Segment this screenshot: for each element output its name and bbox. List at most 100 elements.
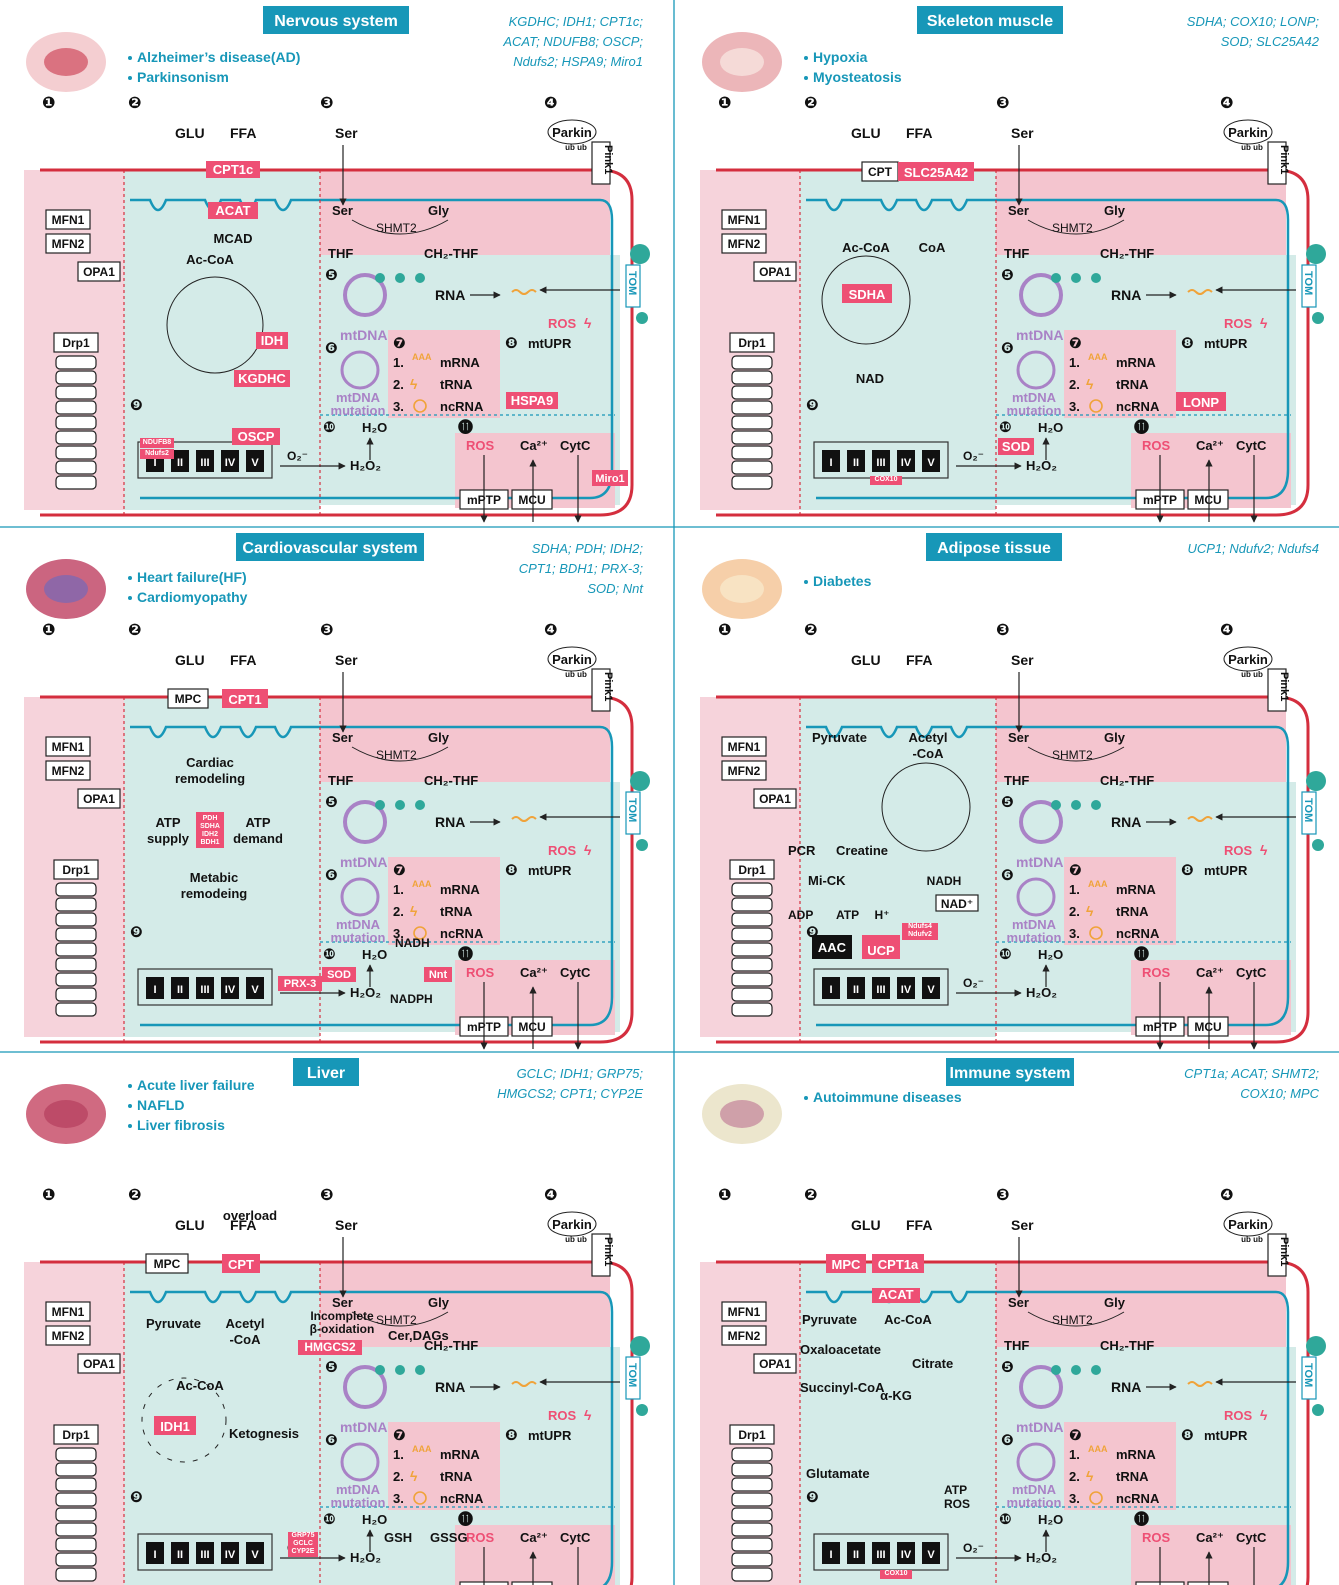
- drp1-ring: [55, 460, 97, 475]
- drp1-ring: [731, 355, 773, 370]
- tom-box: [1301, 791, 1317, 835]
- ros-label: ROS: [466, 1530, 495, 1545]
- parkin-label: Parkin: [552, 652, 592, 667]
- nadh-label: NADH: [395, 936, 430, 950]
- list-index: 2.: [1069, 1469, 1080, 1484]
- sdha-label: SDHA: [849, 287, 886, 302]
- nnt-label: Nnt: [429, 969, 448, 981]
- tom-receptor: [1312, 1404, 1324, 1416]
- ncrna-icon: [413, 1491, 427, 1505]
- polymerase: [1091, 800, 1101, 810]
- etc-complex-4: [221, 1542, 239, 1564]
- outer-membrane: [40, 168, 634, 517]
- etc-complex-label: III: [876, 1549, 885, 1561]
- tom-receptor: [630, 1336, 650, 1356]
- tom-receptor: [630, 771, 650, 791]
- serine-mito-label: Ser: [332, 1295, 353, 1310]
- drp1-ring: [731, 1462, 773, 1477]
- ch2thf-label: CH₂-THF: [1100, 246, 1154, 261]
- ffa-label: FFA: [906, 652, 932, 668]
- polymerase: [1071, 273, 1081, 283]
- rna-processing-zone: [1064, 1422, 1176, 1510]
- step-number: ❷: [128, 1187, 142, 1204]
- mcu-channel: MCU: [1194, 1020, 1221, 1034]
- etc-complex-label: III: [876, 457, 885, 469]
- rna-label: RNA: [435, 1379, 465, 1395]
- enzyme-label: SDHA: [200, 823, 220, 830]
- rna-fragment-icon: [511, 816, 537, 822]
- inner-membrane: [130, 198, 614, 500]
- etc-complex-2: [171, 1542, 189, 1564]
- glucose-label: GLU: [175, 1217, 205, 1233]
- mtdna-mutation-circle: [1016, 877, 1056, 917]
- ch2thf-label: CH₂-THF: [1100, 1338, 1154, 1353]
- drp1-protein-box: [53, 1424, 99, 1445]
- rna-label: RNA: [1111, 287, 1141, 303]
- pink1-label: Pink1: [602, 145, 614, 174]
- mfn1-protein-box: [721, 209, 767, 230]
- mfn2-protein: MFN2: [728, 764, 761, 778]
- tom-receptor: [1306, 244, 1326, 264]
- mtdna-label: mtDNA: [340, 854, 387, 870]
- step-number: ❺: [325, 267, 338, 284]
- etc-complex-5: [246, 977, 264, 999]
- disease-item: Cardiomyopathy: [137, 589, 248, 605]
- ncrna-icon: [1089, 399, 1103, 413]
- gene-list-line: HMGCS2; CPT1; CYP2E: [497, 1086, 643, 1101]
- etc-complex-label: II: [853, 984, 859, 996]
- idh-label: IDH: [261, 333, 283, 348]
- enzyme-label: IDH2: [202, 831, 218, 838]
- panel-title: Nervous system: [274, 13, 398, 30]
- drp1-ring: [731, 987, 773, 1002]
- ffa-label: FFA: [230, 1217, 256, 1233]
- etc-complex-3: [196, 1542, 214, 1564]
- bullet: [128, 1084, 132, 1088]
- lonp-label-box: [1176, 392, 1226, 411]
- acetyl-coa-label: Acetyl: [908, 730, 947, 745]
- disease-item: Alzheimer’s disease(AD): [137, 49, 300, 65]
- cpt-transporter: CPT: [868, 165, 893, 179]
- ncrna-label: ncRNA: [440, 399, 484, 414]
- etc-complex-3: [196, 450, 214, 472]
- mtdna-mutation-label: mutation: [1007, 1495, 1062, 1510]
- polya-label: AAA: [1088, 879, 1108, 889]
- mcu-channel-box: [1187, 1016, 1229, 1037]
- etc-complex-1: [822, 977, 840, 999]
- etc-complex-label: I: [153, 1549, 156, 1561]
- ros-bolt-icon: ϟ: [1260, 1407, 1268, 1423]
- mtupr-label: mtUPR: [528, 336, 572, 351]
- kgdhc-label-box: [234, 370, 290, 387]
- step-number: ❾: [806, 397, 819, 414]
- drp1-ring: [55, 972, 97, 987]
- list-index: 1.: [393, 355, 404, 370]
- ndufb8-label-box: [140, 438, 174, 448]
- drp1-ring: [731, 475, 773, 490]
- trna-icon: ϟ: [410, 903, 418, 919]
- nad-box: [935, 894, 979, 912]
- drp1-ring: [55, 897, 97, 912]
- ffa-label: FFA: [230, 652, 256, 668]
- list-index: 2.: [1069, 377, 1080, 392]
- trna-icon: ϟ: [1086, 376, 1094, 392]
- cpt-label: CPT: [228, 1257, 254, 1272]
- step-number: ❺: [1001, 1359, 1014, 1376]
- ch2thf-label: CH₂-THF: [424, 246, 478, 261]
- drp1-ring: [55, 1477, 97, 1492]
- ch2thf-label: CH₂-THF: [1100, 773, 1154, 788]
- polymerase: [1051, 800, 1061, 810]
- water-label: H₂O: [362, 1512, 387, 1527]
- cyp2e-label-box: [288, 1548, 318, 1557]
- ros-label: ROS: [944, 1497, 970, 1511]
- step-number: ❻: [325, 340, 338, 357]
- serine-label: Ser: [335, 1217, 358, 1233]
- list-index: 3.: [1069, 1491, 1080, 1506]
- polymerase: [415, 800, 425, 810]
- h2o2-label: H₂O₂: [1026, 1550, 1057, 1565]
- polya-label: AAA: [412, 1444, 432, 1454]
- parkin-label: Parkin: [1228, 125, 1268, 140]
- drp1-ring: [55, 475, 97, 490]
- inner-membrane: [806, 1290, 1290, 1585]
- mick-label: Mi-CK: [808, 873, 846, 888]
- pink1-label: Pink1: [1278, 672, 1290, 701]
